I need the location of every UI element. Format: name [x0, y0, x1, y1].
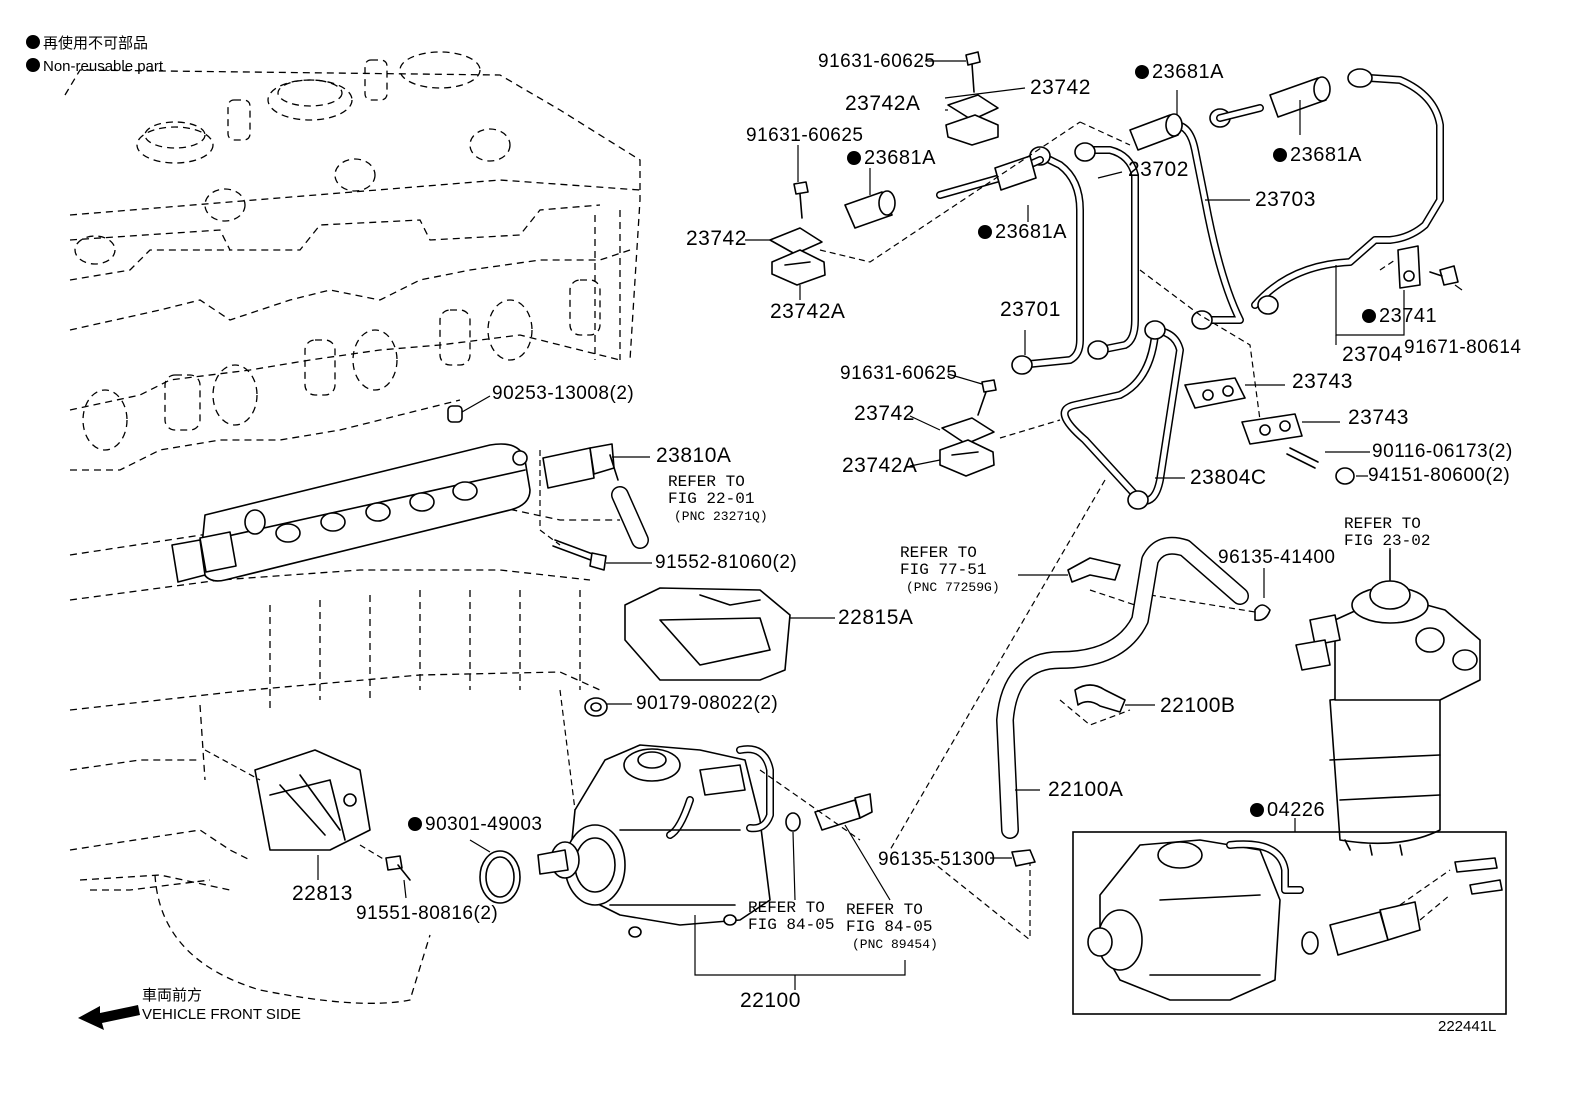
pipe-sleeves	[844, 76, 1331, 229]
supply-pump	[537, 744, 774, 938]
injection-pipes	[936, 68, 1444, 375]
callout-04226: 04226	[1250, 800, 1325, 820]
grommet	[584, 697, 632, 717]
engine-block-outline	[64, 51, 641, 1004]
pump-cover	[624, 587, 835, 681]
callout-22813: 22813	[292, 882, 353, 905]
fuel-filter	[1295, 549, 1481, 856]
plug	[447, 395, 491, 423]
figure-id: 222441L	[1438, 1018, 1497, 1035]
callout-22100A: 22100A	[1048, 778, 1124, 801]
hose-clamps	[990, 604, 1271, 867]
callout-22100: 22100	[740, 989, 801, 1012]
callout-23743-lower: 23743	[1348, 406, 1409, 429]
assembly-guides	[819, 121, 1396, 941]
refer-fig-22-01: REFER TO FIG 22-01 (PNC 23271Q)	[668, 473, 768, 525]
callout-90179-08022: 90179-08022(2)	[636, 693, 779, 714]
callout-23681A-left: 23681A	[847, 148, 936, 168]
legend-en: Non-reusable part	[26, 57, 163, 77]
front-side-jp: 車両前方	[142, 987, 203, 1004]
callout-23681A-right: 23681A	[1273, 145, 1362, 165]
callout-23704: 23704	[1342, 343, 1403, 366]
callout-91671-80614: 91671-80614	[1404, 337, 1522, 358]
pipe-clamps-23743	[1184, 377, 1340, 445]
pump-o-ring	[785, 812, 801, 832]
callout-91552-81060: 91552-81060(2)	[655, 552, 798, 573]
callout-23703: 23703	[1255, 188, 1316, 211]
callout-94151-80600: 94151-80600(2)	[1368, 465, 1511, 486]
bracket-bolt	[359, 844, 411, 899]
callout-91631-60625-mid: 91631-60625	[840, 363, 958, 384]
hose-clip	[1074, 684, 1155, 713]
callout-22100B: 22100B	[1160, 694, 1236, 717]
pipe-bracket	[1335, 245, 1463, 336]
callout-91631-60625-left: 91631-60625	[746, 125, 864, 146]
callout-23742A-mid: 23742A	[842, 454, 918, 477]
callout-23742-mid: 23742	[854, 402, 915, 425]
pressure-limiter	[542, 443, 650, 489]
leader-lines	[745, 87, 1391, 791]
common-rail	[171, 443, 531, 583]
kit-valve	[1301, 857, 1503, 956]
callout-96135-51300: 96135-51300	[878, 849, 996, 870]
clamp-bolts	[793, 51, 997, 416]
callout-23742-top: 23742	[1030, 76, 1091, 99]
callout-23681A-mid: 23681A	[978, 222, 1067, 242]
callout-23701: 23701	[1000, 298, 1061, 321]
front-side-en: VEHICLE FRONT SIDE	[142, 1006, 301, 1023]
legend-jp: 再使用不可部品	[26, 34, 148, 54]
callout-90301-49003: 90301-49003	[408, 815, 543, 835]
callout-22815A: 22815A	[838, 606, 914, 629]
front-arrow-icon	[78, 1005, 140, 1030]
kit-pump	[1087, 839, 1304, 1001]
callout-91551-80816: 91551-80816(2)	[356, 903, 499, 924]
callout-23742A-top: 23742A	[845, 92, 921, 115]
callout-23742-left: 23742	[686, 227, 747, 250]
leader-22100	[694, 915, 906, 976]
callout-23741: 23741	[1362, 306, 1437, 326]
rail-bolt	[539, 450, 652, 571]
callout-90253-13008: 90253-13008(2)	[492, 383, 635, 404]
stud-and-nut	[1286, 447, 1370, 485]
callout-90116-06173: 90116-06173(2)	[1372, 441, 1513, 462]
refer-fig-84-05-a: REFER TO FIG 84-05	[748, 899, 835, 934]
refer-fig-84-05-b: REFER TO FIG 84-05 (PNC 89454)	[846, 901, 938, 953]
callout-23743-upper: 23743	[1292, 370, 1353, 393]
callout-91631-60625-top: 91631-60625	[818, 51, 936, 72]
callout-23681A-top: 23681A	[1135, 62, 1224, 82]
callout-23742A-left: 23742A	[770, 300, 846, 323]
pipe-clamps	[769, 94, 999, 477]
callout-96135-41400: 96135-41400	[1218, 547, 1336, 568]
kit-box	[1072, 831, 1507, 1015]
hose-clip-upper	[1018, 557, 1121, 583]
callout-23702: 23702	[1128, 158, 1189, 181]
refer-fig-23-02: REFER TO FIG 23-02	[1344, 515, 1431, 550]
refer-fig-77-51: REFER TO FIG 77-51 (PNC 77259G)	[900, 544, 1000, 596]
pump-bracket	[204, 749, 371, 880]
suction-control-valve	[814, 793, 891, 901]
callout-23810A: 23810A	[656, 444, 732, 467]
callout-23804C: 23804C	[1190, 466, 1267, 489]
